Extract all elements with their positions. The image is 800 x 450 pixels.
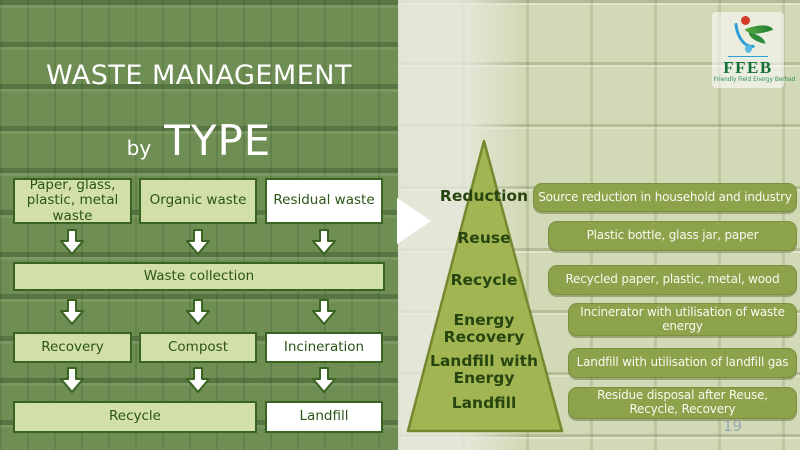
flow-box-label: Landfill [299,408,349,425]
description-box-reduction: Source reduction in household and indust… [533,183,797,212]
ffeb-logo: FFEB Friendly Field Energy Berhad [712,12,796,88]
description-text: Incinerator with utilisation of waste en… [580,304,785,333]
description-text: Residue disposal after Reuse, Recycle, R… [597,388,768,416]
logo-water-drop-icon [745,45,752,53]
down-arrow-icon [186,367,210,393]
flow-box-compost: Compost [139,332,257,363]
flow-box-landfill: Landfill [265,401,383,433]
description-box-recycle: Recycled paper, plastic, metal, wood [548,265,797,295]
waste-hierarchy-pyramid-icon [406,139,564,433]
down-arrow-icon [312,299,336,325]
flow-box-recycle: Recycle [13,401,257,433]
description-box-energy-recovery: Incinerator with utilisation of waste en… [568,303,797,336]
flow-box-incineration: Incineration [265,332,383,363]
page-number: 19 [723,417,743,435]
flow-box-organic-waste: Organic waste [139,178,257,224]
pyramid-level-label: Reuse [457,229,511,247]
flow-box-label: Recovery [41,338,104,355]
page-title: WASTE MANAGEMENT [46,60,352,91]
down-arrow-icon [60,229,84,255]
flow-box-residual-waste: Residual waste [265,178,383,224]
ffeb-logo-mark-icon [712,12,784,57]
flow-box-label: Waste collection [143,267,255,284]
description-text: Landfill with utilisation of landfill ga… [576,355,789,370]
description-text: Recycled paper, plastic, metal, wood [565,272,780,287]
flow-box-label: Paper, glass, plastic, metal waste [26,177,119,224]
pyramid-level-label: Recycle [450,271,518,289]
logo-tagline: Friendly Field Energy Berhad [713,76,796,83]
description-box-reuse: Plastic bottle, glass jar, paper [548,221,797,251]
pyramid-level-label: Reduction [439,187,529,205]
logo-underline [728,56,768,57]
logo-acronym: FFEB [723,58,773,77]
flow-box-label: Incineration [283,338,365,355]
down-arrow-icon [186,229,210,255]
flow-box-label: Recycle [109,408,161,425]
flow-box-recovery: Recovery [13,332,132,363]
description-box-landfill: Residue disposal after Reuse, Recycle, R… [568,387,797,419]
down-arrow-icon [60,299,84,325]
pyramid-level-label: Landfill [451,394,517,412]
flow-box-waste-collection: Waste collection [13,262,385,291]
right-panel: Reduction Reuse Recycle Energy Recovery … [397,0,800,450]
description-text: Plastic bottle, glass jar, paper [586,228,759,243]
logo-red-dot-icon [741,16,750,25]
down-arrow-icon [312,367,336,393]
description-text: Source reduction in household and indust… [538,189,792,204]
flow-box-mixed-recyclables: Paper, glass, plastic, metal waste [13,178,132,224]
left-panel: WASTE MANAGEMENT by TYPE Paper, glass, p… [0,0,398,450]
flow-box-label: Organic waste [149,192,247,209]
flow-box-label: Residual waste [273,192,375,209]
subtitle-type: TYPE [164,116,272,165]
down-arrow-icon [312,229,336,255]
page-subtitle: by TYPE [0,116,398,165]
flow-box-label: Compost [168,338,228,355]
pyramid-level-label: Energy Recovery [443,311,525,347]
description-box-landfill-with-energy: Landfill with utilisation of landfill ga… [568,348,797,378]
subtitle-by: by [126,136,152,160]
panel-transition-arrow-icon [397,198,431,244]
pyramid-level-label: Landfill with Energy [429,352,539,388]
down-arrow-icon [186,299,210,325]
down-arrow-icon [60,367,84,393]
